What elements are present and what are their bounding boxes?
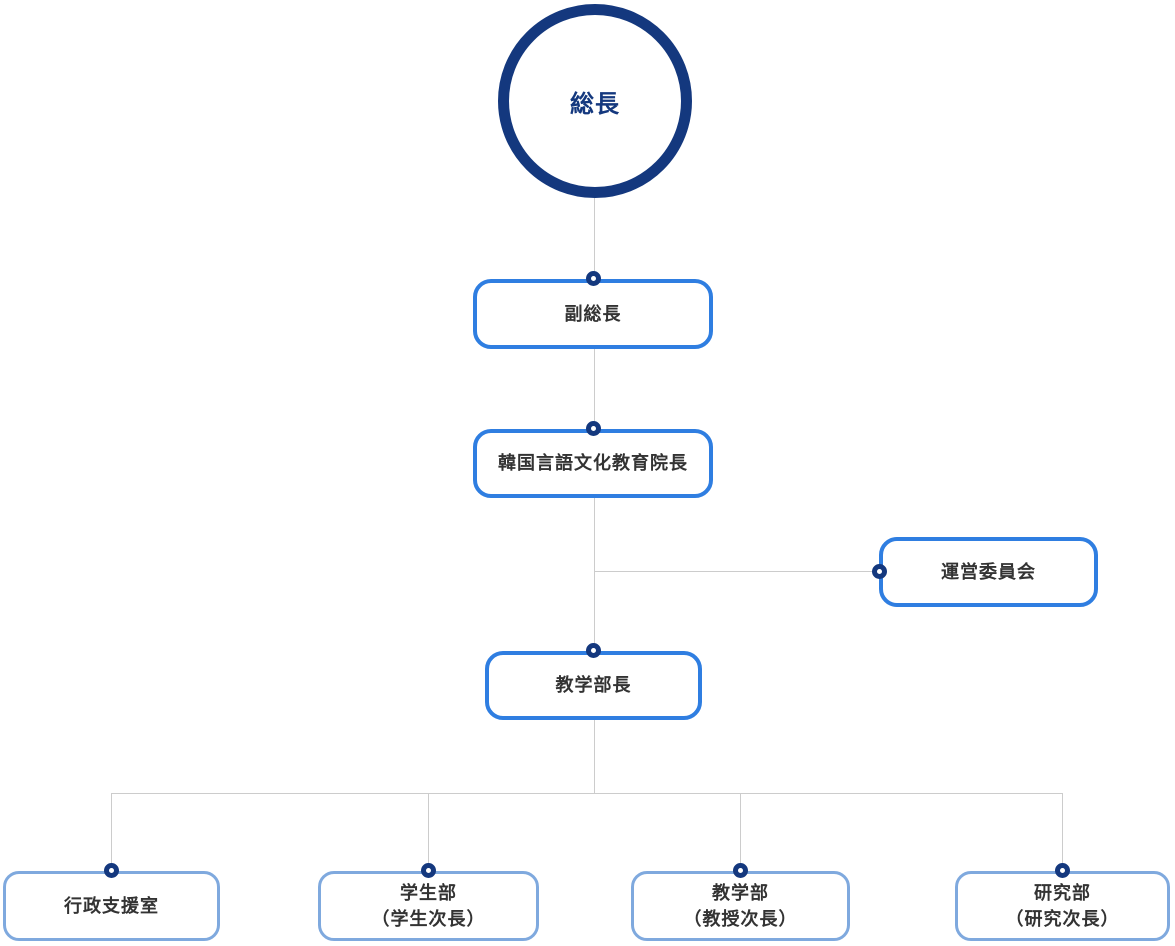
- org-node-steering-committee-label: 運営委員会: [941, 561, 1036, 582]
- connector-dot-admin-office: [104, 863, 119, 878]
- connector-line-drop-admin: [111, 793, 112, 871]
- org-node-dean-label: 教学部長: [555, 675, 632, 696]
- org-node-student-dept: 学生部 （学生次長）: [318, 871, 539, 941]
- connector-line-president-vice: [594, 198, 595, 279]
- org-node-academic-dept: 教学部 （教授次長）: [631, 871, 850, 941]
- org-node-institute-director-label: 韓国言語文化教育院長: [498, 453, 688, 474]
- connector-dot-vice-president: [586, 271, 601, 286]
- org-node-student-dept-label: 学生部: [400, 882, 457, 903]
- org-node-steering-committee: 運営委員会: [879, 537, 1098, 607]
- connector-dot-student-dept: [421, 863, 436, 878]
- connector-line-bottom-bus: [111, 793, 1063, 794]
- org-node-vice-president-label: 副総長: [564, 303, 622, 324]
- connector-line-drop-student: [428, 793, 429, 871]
- connector-dot-dean: [586, 643, 601, 658]
- connector-line-drop-academic: [740, 793, 741, 871]
- org-node-academic-dept-sublabel: （教授次長）: [683, 909, 798, 929]
- connector-line-dean-bus: [594, 720, 595, 793]
- connector-line-vice-institute: [594, 349, 595, 429]
- org-node-academic-dept-label: 教学部: [712, 882, 769, 903]
- org-node-dean: 教学部長: [485, 651, 702, 720]
- org-node-research-dept-sublabel: （研究次長）: [1005, 909, 1120, 929]
- connector-dot-institute-director: [586, 421, 601, 436]
- connector-dot-research-dept: [1055, 863, 1070, 878]
- org-node-admin-office: 行政支援室: [3, 871, 220, 941]
- connector-line-drop-research: [1062, 793, 1063, 871]
- org-node-institute-director: 韓国言語文化教育院長: [473, 429, 713, 498]
- org-node-research-dept-label: 研究部: [1034, 882, 1091, 903]
- connector-line-institute-dean: [594, 498, 595, 651]
- org-node-vice-president: 副総長: [473, 279, 713, 349]
- org-node-research-dept: 研究部 （研究次長）: [955, 871, 1170, 941]
- org-node-president: 総長: [498, 4, 692, 198]
- connector-line-branch-steering: [594, 571, 880, 572]
- connector-dot-academic-dept: [733, 863, 748, 878]
- connector-dot-steering-committee: [872, 564, 887, 579]
- org-node-student-dept-sublabel: （学生次長）: [371, 909, 486, 929]
- org-node-president-label: 総長: [570, 90, 620, 118]
- org-node-admin-office-label: 行政支援室: [64, 895, 159, 916]
